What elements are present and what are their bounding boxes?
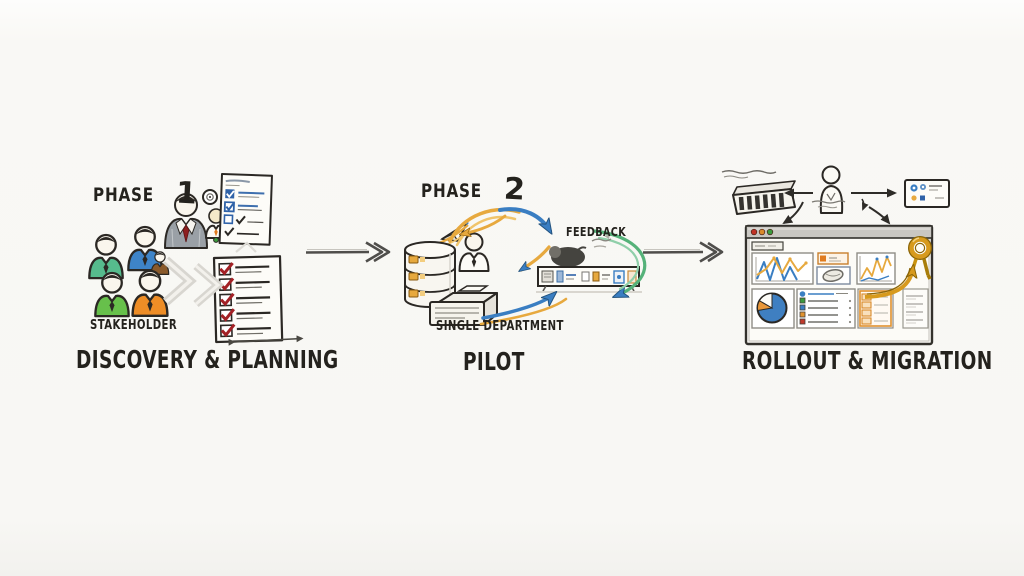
- checklist-red-row: [219, 308, 271, 322]
- database-stack-icon: [404, 241, 456, 308]
- arc-orange-return: [462, 214, 507, 234]
- pilot-user-icon: [458, 232, 490, 272]
- arrow-down-small: [861, 198, 869, 211]
- sketch-chevron-arrows: [163, 241, 257, 308]
- phase2-label: PHASE 2: [421, 171, 527, 208]
- person-icon-green: [94, 271, 130, 318]
- phase2-group: [404, 207, 647, 326]
- phase2-number: 2: [503, 171, 527, 208]
- browser-title-bar: [745, 225, 933, 239]
- server-bar-icon: [536, 246, 642, 293]
- phase1-group: [88, 173, 304, 346]
- person-icon-orange: [131, 269, 169, 318]
- film-strip-icon: [732, 180, 796, 215]
- phase3-group: [721, 165, 950, 346]
- stakeholder-label: STAKEHOLDER: [90, 318, 178, 333]
- line-chart-panel: [751, 252, 814, 285]
- phase1-label: PHASE 1: [93, 175, 199, 212]
- target-icon: [202, 189, 218, 205]
- gold-arrow: [864, 268, 913, 299]
- business-person-icon: [164, 193, 208, 249]
- center-widget-panel: [816, 252, 851, 285]
- pie-chart-panel: [751, 288, 795, 329]
- stakeholder-group: [88, 225, 170, 318]
- phase1-title: DISCOVERY & PLANNING: [76, 345, 339, 374]
- feedback-scribbles: [591, 234, 612, 248]
- arc-green-right: [592, 229, 647, 296]
- checklist-blue-icon: [218, 173, 273, 246]
- monitoring-scribble: [811, 200, 846, 209]
- checklist-red-row: [218, 277, 270, 292]
- arc-blue-bottom: [481, 294, 554, 320]
- distribution-arrows: [782, 188, 897, 225]
- arc-blue-top: [498, 207, 550, 231]
- feedback-loop-arrows: [448, 207, 647, 326]
- scribble-caption: [721, 170, 777, 179]
- dimension-line: [228, 335, 304, 346]
- phase1-word: PHASE: [93, 184, 154, 206]
- arc-green-right-inner: [597, 236, 640, 291]
- checklist-red-row: [219, 323, 271, 338]
- arc-orange-bottom: [479, 297, 568, 326]
- traffic-lights-icon: [750, 228, 774, 236]
- single-department-label: SINGLE DEPARTMENT: [436, 319, 564, 334]
- small-chart-panel: [856, 252, 896, 285]
- checklist-red-row: [219, 292, 271, 307]
- feedback-label: FEEDBACK: [566, 225, 627, 239]
- arc-orange-top-inner: [455, 215, 517, 247]
- phase2-word: PHASE: [421, 180, 482, 202]
- arc-orange-down: [521, 245, 551, 270]
- checklist-red-icon: [212, 255, 284, 344]
- phase3-title: ROLLOUT & MIGRATION: [742, 346, 993, 375]
- side-column-panel: [902, 288, 929, 329]
- arrow-down-right: [868, 206, 891, 225]
- checklist-red-row: [218, 262, 270, 276]
- browser-window: [744, 224, 934, 346]
- person-icon-teal: [88, 233, 124, 280]
- settings-card-icon: [904, 179, 950, 208]
- phase1-to-phase2-arrow: [305, 241, 391, 263]
- browser-toolbar-label: [751, 241, 784, 251]
- phase2-to-phase3-arrow: [642, 241, 724, 263]
- phase1-number: 1: [175, 175, 199, 212]
- data-list-panel: [796, 288, 856, 329]
- phase2-title: PILOT: [463, 347, 525, 376]
- arrow-down-left: [782, 201, 804, 225]
